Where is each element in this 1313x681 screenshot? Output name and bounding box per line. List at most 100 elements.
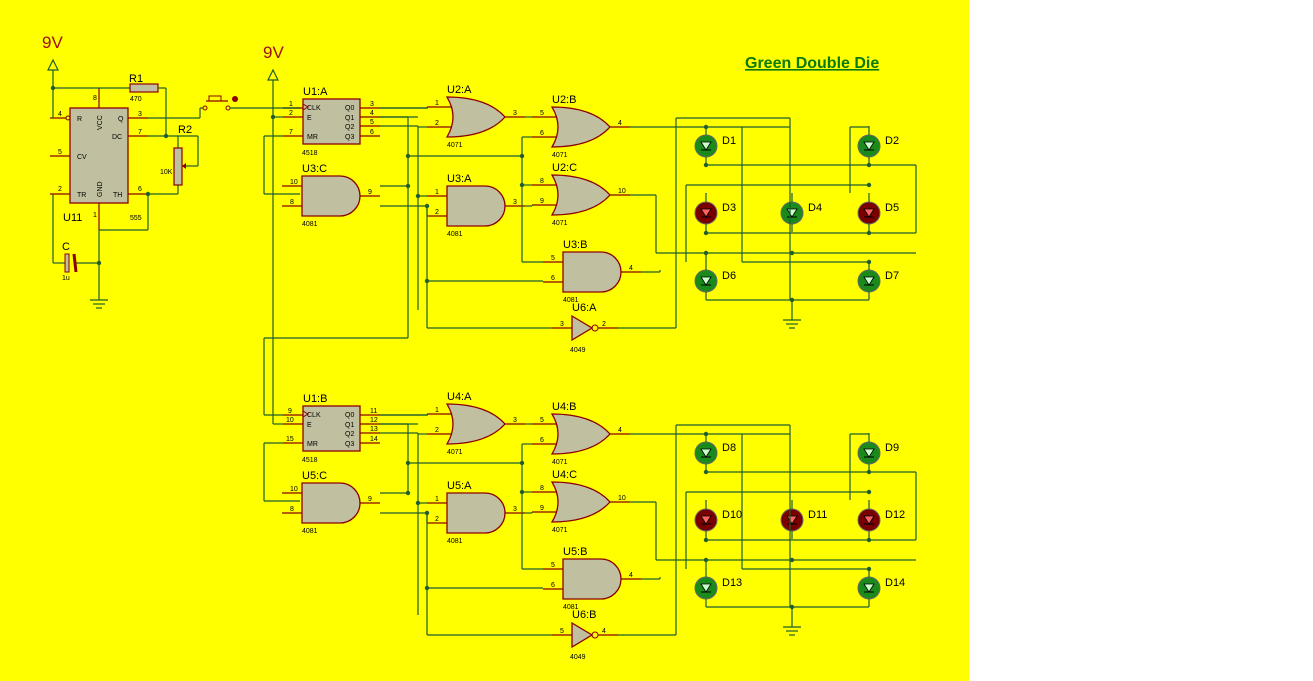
ground-symbol-upper — [783, 300, 801, 329]
svg-text:5: 5 — [58, 149, 62, 156]
svg-text:1: 1 — [93, 212, 97, 219]
svg-text:DC: DC — [112, 134, 122, 141]
svg-text:1: 1 — [435, 407, 439, 414]
led-d6: D6 — [694, 261, 736, 300]
svg-text:1: 1 — [435, 189, 439, 196]
svg-text:D3: D3 — [722, 202, 736, 214]
svg-text:Q0: Q0 — [345, 105, 354, 112]
svg-text:U4:C: U4:C — [552, 469, 577, 481]
svg-text:Q3: Q3 — [345, 441, 354, 448]
svg-text:TR: TR — [77, 192, 86, 199]
led-d5: D5 — [857, 193, 899, 232]
svg-text:U2:C: U2:C — [552, 162, 577, 174]
svg-text:7: 7 — [138, 129, 142, 136]
svg-text:555: 555 — [130, 215, 142, 222]
power-9v-right: 9V — [263, 43, 284, 108]
svg-text:2: 2 — [602, 321, 606, 328]
svg-text:E: E — [307, 422, 312, 429]
ground-symbol-lower — [783, 607, 801, 636]
svg-text:3: 3 — [138, 111, 142, 118]
resistor-r1: R1 470 — [129, 73, 166, 103]
svg-text:2: 2 — [289, 110, 293, 117]
svg-text:9V: 9V — [42, 33, 63, 52]
svg-text:4071: 4071 — [552, 527, 568, 534]
svg-text:6: 6 — [540, 130, 544, 137]
svg-text:D9: D9 — [885, 442, 899, 454]
svg-text:D2: D2 — [885, 135, 899, 147]
svg-text:E: E — [307, 115, 312, 122]
svg-text:U4:A: U4:A — [447, 391, 472, 403]
svg-text:470: 470 — [130, 96, 142, 103]
led-d1: D1 — [694, 126, 736, 165]
svg-text:CLK: CLK — [307, 412, 321, 419]
svg-text:D6: D6 — [722, 270, 736, 282]
svg-text:4: 4 — [370, 110, 374, 117]
led-d12: D12 — [857, 500, 905, 539]
counter-u1b: U1:B 4518 CLK E MR Q0 Q1 Q2 Q3 9 10 15 1… — [283, 393, 380, 464]
svg-text:1u: 1u — [62, 275, 70, 282]
svg-text:4071: 4071 — [552, 459, 568, 466]
schematic-diagram: Green Double Die 9V 9V R Q DC CV TR TH V… — [42, 33, 917, 661]
svg-text:D11: D11 — [808, 509, 827, 521]
svg-text:6: 6 — [551, 275, 555, 282]
svg-text:9: 9 — [540, 198, 544, 205]
svg-text:7: 7 — [289, 129, 293, 136]
svg-text:6: 6 — [540, 437, 544, 444]
svg-text:U3:A: U3:A — [447, 173, 472, 185]
svg-text:4049: 4049 — [570, 347, 586, 354]
svg-text:4518: 4518 — [302, 457, 318, 464]
svg-text:D14: D14 — [885, 577, 905, 589]
capacitor-c: C 1u — [62, 241, 78, 282]
svg-text:12: 12 — [370, 417, 378, 424]
svg-text:5: 5 — [560, 628, 564, 635]
svg-text:4: 4 — [602, 628, 606, 635]
svg-text:10: 10 — [286, 417, 294, 424]
svg-text:D1: D1 — [722, 135, 736, 147]
svg-text:Q1: Q1 — [345, 422, 354, 429]
ground-symbol-timer — [90, 299, 108, 309]
svg-text:Q1: Q1 — [345, 115, 354, 122]
svg-text:4071: 4071 — [552, 220, 568, 227]
svg-text:U2:A: U2:A — [447, 84, 472, 96]
power-9v-left: 9V — [42, 33, 63, 88]
svg-text:10: 10 — [618, 188, 626, 195]
svg-text:5: 5 — [540, 110, 544, 117]
svg-text:3: 3 — [560, 321, 564, 328]
led-d10: D10 — [694, 500, 742, 539]
svg-text:U2:B: U2:B — [552, 94, 576, 106]
svg-text:5: 5 — [551, 255, 555, 262]
svg-text:R2: R2 — [178, 124, 192, 136]
svg-text:D10: D10 — [722, 509, 742, 521]
led-d8: D8 — [694, 433, 736, 472]
svg-text:4081: 4081 — [447, 231, 463, 238]
svg-text:U1:A: U1:A — [303, 86, 328, 98]
svg-text:2: 2 — [58, 186, 62, 193]
svg-text:6: 6 — [551, 582, 555, 589]
svg-text:U3:B: U3:B — [563, 239, 587, 251]
svg-text:D4: D4 — [808, 202, 822, 214]
svg-text:4071: 4071 — [447, 449, 463, 456]
led-d14: D14 — [857, 568, 905, 607]
svg-text:13: 13 — [370, 426, 378, 433]
svg-text:3: 3 — [513, 110, 517, 117]
svg-text:C: C — [62, 241, 70, 253]
led-d3: D3 — [694, 193, 736, 232]
svg-text:10: 10 — [618, 495, 626, 502]
svg-text:8: 8 — [290, 506, 294, 513]
svg-text:U6:B: U6:B — [572, 609, 596, 621]
svg-text:4081: 4081 — [563, 297, 579, 304]
svg-text:Q2: Q2 — [345, 431, 354, 438]
led-d7: D7 — [857, 261, 899, 300]
svg-text:Q: Q — [118, 116, 124, 123]
svg-text:14: 14 — [370, 436, 378, 443]
svg-text:Q3: Q3 — [345, 134, 354, 141]
svg-text:4081: 4081 — [563, 604, 579, 611]
